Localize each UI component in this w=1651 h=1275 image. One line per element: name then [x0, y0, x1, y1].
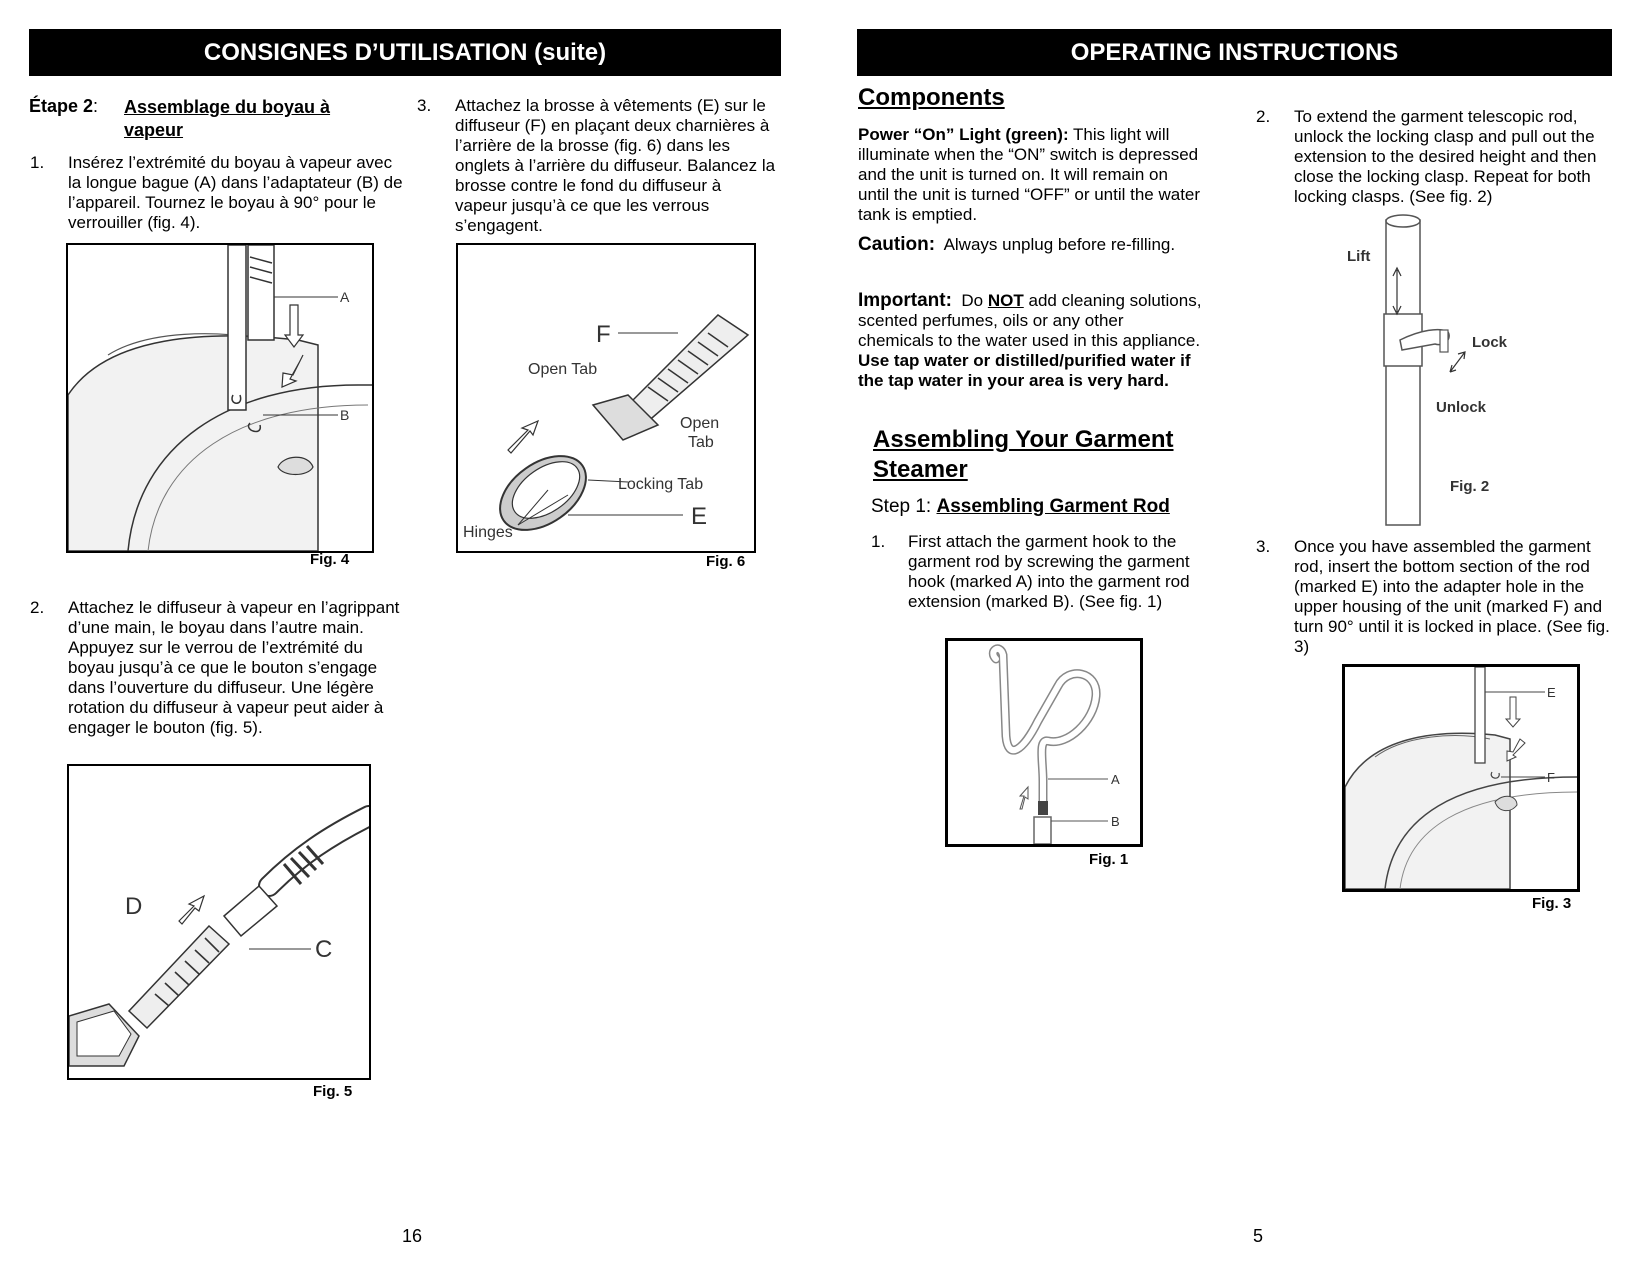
fig2-lift: Lift [1347, 248, 1370, 265]
right-item2-text: To extend the garment telescopic rod, un… [1294, 107, 1597, 206]
figure-1: A B [945, 638, 1143, 847]
power-paragraph: Power “On” Light (green): This light wil… [858, 125, 1203, 225]
fig4-label-a: A [340, 289, 350, 305]
left-item3-text: Attachez la brosse à vêtements (E) sur l… [455, 96, 776, 235]
fig2-drawing: Lift Lock Unlock Fig. 2 [1347, 214, 1508, 526]
assembling-title-line2: Steamer [873, 456, 968, 483]
step1-prefix: Step 1: [871, 496, 932, 517]
fig2-caption: Fig. 2 [1450, 478, 1489, 495]
power-text: This light will illuminate when the “ON”… [858, 125, 1201, 224]
fig6-locking-tab: Locking Tab [618, 476, 703, 493]
fig3-label-f: F [1547, 770, 1555, 785]
step2-title: Assemblage du boyau à vapeur [124, 97, 331, 140]
right-item1-text: First attach the garment hook to the gar… [908, 532, 1190, 611]
fig1-drawing: A B [988, 644, 1120, 844]
fig3-drawing: E F [1345, 667, 1577, 889]
left-item1-number: 1. [30, 153, 45, 172]
left-item2-text: Attachez le diffuseur à vapeur en l’agri… [68, 598, 400, 737]
fig6-hinges: Hinges [463, 524, 513, 541]
fig5-label-d: D [125, 893, 142, 920]
assembling-title-line1: Assembling Your Garment [873, 426, 1174, 453]
important-text: add cleaning solutions, scented perfumes… [858, 291, 1202, 350]
caution-paragraph: Caution: Always unplug before re-filling… [858, 235, 1203, 255]
fig5-drawing: D C [69, 805, 369, 1067]
assembling-title: Assembling Your Garment Steamer [873, 425, 1213, 485]
right-page-number: 5 [1253, 1226, 1264, 1246]
step2-label: Étape 2 [29, 96, 94, 116]
left-page-number: 16 [402, 1226, 423, 1246]
components-title: Components [858, 84, 1005, 111]
fig6-label-e: E [691, 503, 707, 530]
figure-3: E F [1342, 664, 1580, 892]
important-bold: Use tap water or distilled/purified wate… [858, 351, 1191, 390]
fig4-caption: Fig. 4 [310, 551, 350, 568]
important-paragraph: Important: Do NOT add cleaning solutions… [858, 291, 1203, 391]
fig6-open-tab: Open Tab [528, 361, 597, 378]
fig3-label-e: E [1547, 685, 1556, 700]
figure-5: D C [67, 764, 371, 1080]
important-not: NOT [987, 291, 1024, 310]
fig1-label-b: B [1111, 814, 1120, 829]
right-item2-number: 2. [1256, 107, 1271, 126]
left-item1-text: Insérez l’extrémité du boyau à vapeur av… [68, 153, 403, 232]
left-header: CONSIGNES D’UTILISATION (suite) [29, 29, 781, 76]
fig5-label-c: C [315, 936, 332, 963]
step1-title: Assembling Garment Rod [936, 496, 1170, 517]
figure-6: F Open Tab Open Tab Locking Tab E Hinges [456, 243, 756, 553]
fig6-open-tab2-line2: Tab [688, 434, 714, 451]
fig1-label-a: A [1111, 772, 1120, 787]
figure-4: A B [66, 243, 374, 553]
fig1-caption: Fig. 1 [1089, 851, 1129, 868]
step2-colon: : [93, 96, 99, 116]
step2-heading: Étape 2: [29, 96, 389, 116]
fig6-drawing: F Open Tab Open Tab Locking Tab E Hinges [463, 314, 750, 541]
left-item3-number: 3. [417, 96, 432, 115]
fig6-open-tab2-line1: Open [680, 415, 719, 432]
caution-label: Caution: [858, 234, 936, 255]
fig4-drawing: A B [68, 245, 372, 551]
fig4-label-b: B [340, 407, 349, 423]
fig2-unlock: Unlock [1436, 399, 1487, 416]
right-item1-number: 1. [871, 532, 886, 551]
fig6-label-f: F [596, 321, 611, 348]
fig6-caption: Fig. 6 [706, 553, 746, 570]
fig3-caption: Fig. 3 [1532, 895, 1572, 912]
important-label: Important: [858, 290, 952, 311]
figure-2: Lift Lock Unlock Fig. 2 [1340, 212, 1560, 532]
right-header: OPERATING INSTRUCTIONS [857, 29, 1612, 76]
left-item2-number: 2. [30, 598, 45, 617]
step1-heading: Step 1: Assembling Garment Rod [871, 496, 1170, 518]
important-pre: Do [961, 291, 984, 310]
right-item3-text: Once you have assembled the garment rod,… [1294, 537, 1610, 656]
fig5-caption: Fig. 5 [313, 1083, 353, 1100]
fig2-lock: Lock [1472, 334, 1508, 351]
power-label: Power “On” Light (green): [858, 125, 1069, 144]
caution-text: Always unplug before re-filling. [943, 235, 1176, 254]
right-item3-number: 3. [1256, 537, 1271, 556]
